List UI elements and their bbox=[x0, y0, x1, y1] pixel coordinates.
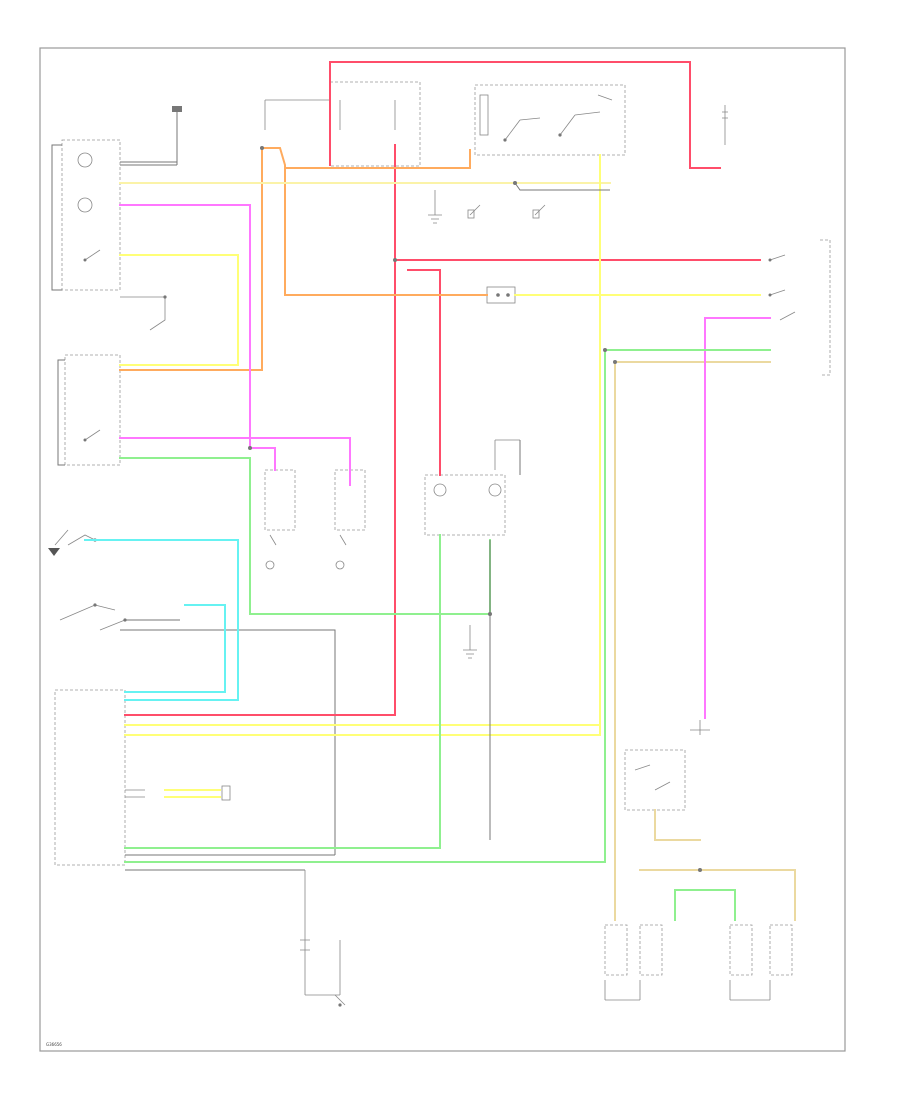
right-bottom-switch bbox=[624, 720, 710, 811]
headlamp-switch bbox=[51, 139, 121, 291]
center-lamp-group bbox=[264, 469, 366, 570]
cruise-switch bbox=[57, 354, 121, 466]
footer-code: G36656 bbox=[46, 1042, 62, 1047]
resistor-center bbox=[486, 286, 516, 304]
ground-mid-gray bbox=[120, 619, 336, 856]
pcm-module bbox=[54, 689, 231, 866]
wire-violet bbox=[119, 204, 771, 719]
wire-yellow bbox=[119, 154, 796, 921]
brake-pedal-switch bbox=[48, 529, 97, 556]
wire-gray-top bbox=[120, 161, 610, 840]
wire-cyan bbox=[84, 539, 239, 701]
rear-lamp-group bbox=[604, 924, 793, 1001]
park-brake-ground bbox=[120, 295, 167, 331]
left-center-switches bbox=[467, 204, 546, 219]
fuse-block bbox=[264, 81, 421, 167]
top-right-connector bbox=[722, 105, 728, 145]
wire-orange bbox=[119, 147, 488, 371]
relay-center bbox=[424, 439, 520, 536]
wire-red bbox=[124, 61, 761, 716]
diagram-frame bbox=[39, 47, 846, 1052]
right-connector-stack bbox=[768, 239, 831, 376]
relay-switch-box bbox=[474, 84, 626, 156]
ignition-top-connector bbox=[120, 106, 182, 166]
ignition-switch bbox=[59, 603, 127, 631]
wire-green bbox=[119, 349, 771, 921]
ground-bottom-left bbox=[125, 869, 346, 1007]
center-ground bbox=[428, 190, 477, 659]
junction-dots bbox=[248, 146, 702, 872]
